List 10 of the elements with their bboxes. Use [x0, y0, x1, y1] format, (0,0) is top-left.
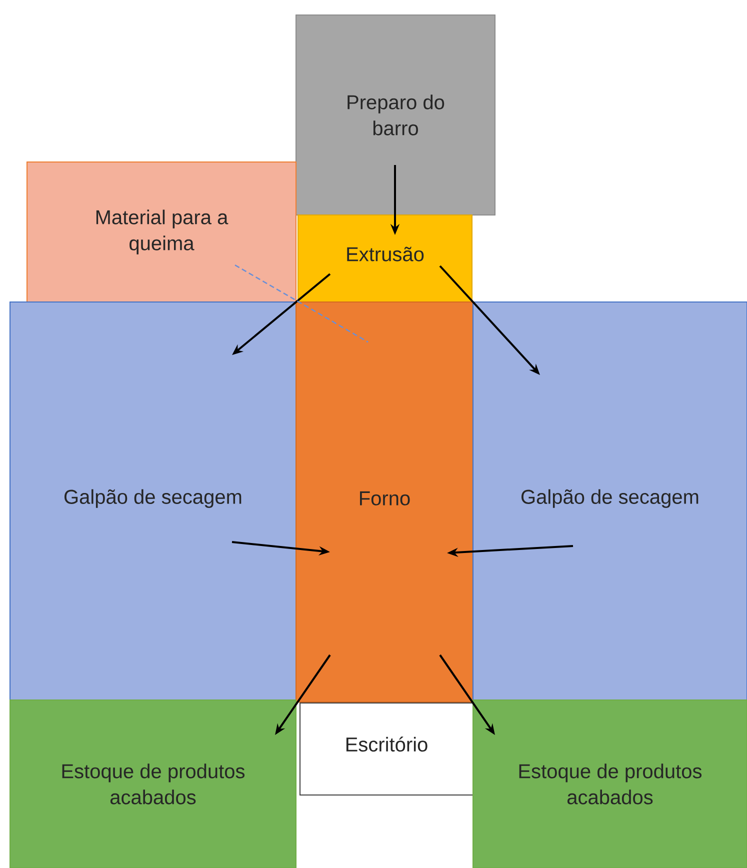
process-box: Preparo do barro [296, 14, 496, 216]
area-box: Estoque de produtos acabados [10, 700, 296, 868]
area-box: Galpão de secagem [472, 302, 747, 700]
area-box: Forno [296, 302, 474, 702]
area-box: Galpão de secagem [10, 302, 296, 700]
area-box: Escritório [300, 702, 474, 796]
dashed-line [234, 264, 368, 343]
area-box: Estoque de produtos acabados [472, 700, 747, 868]
process-box: Material para a queima [26, 162, 296, 302]
process-box: Extrusão [298, 214, 472, 302]
